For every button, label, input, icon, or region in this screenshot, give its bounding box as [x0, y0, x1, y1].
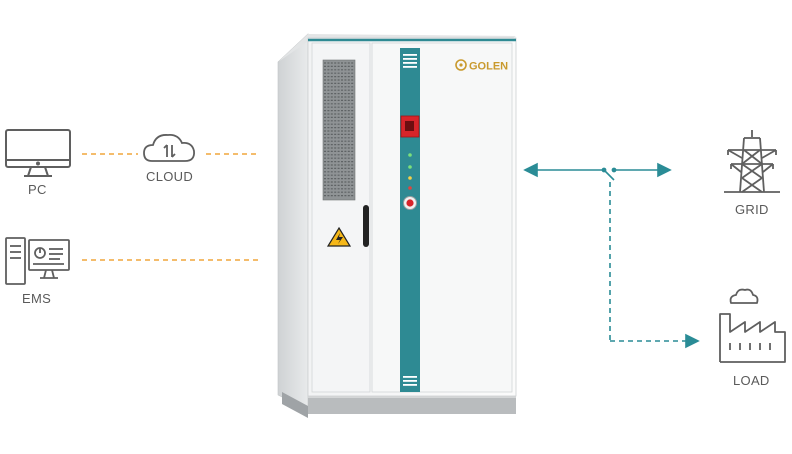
ems-workstation-icon: [5, 237, 70, 285]
cabinet-accent-strip: [400, 48, 420, 392]
indicator-lights: [408, 153, 412, 190]
cabinet-grid-link: [523, 162, 672, 181]
factory-icon: [719, 288, 786, 363]
cloud-label: CLOUD: [146, 169, 194, 184]
energy-storage-cabinet: GOLEN: [277, 33, 517, 418]
stop-button: [403, 196, 417, 210]
emergency-switch: [400, 115, 420, 138]
cabinet-load-link: [609, 182, 700, 349]
pc-label: PC: [28, 182, 47, 197]
ems-label: EMS: [22, 291, 52, 306]
electrical-hazard-icon: [326, 226, 352, 247]
grid-label: GRID: [735, 202, 769, 217]
power-tower-icon: [724, 130, 780, 193]
monitor-icon: [5, 129, 71, 177]
brand-logo: GOLEN: [455, 59, 508, 73]
brand-name: GOLEN: [469, 61, 508, 73]
load-label: LOAD: [733, 373, 770, 388]
cloud-sync-icon: [143, 134, 195, 162]
